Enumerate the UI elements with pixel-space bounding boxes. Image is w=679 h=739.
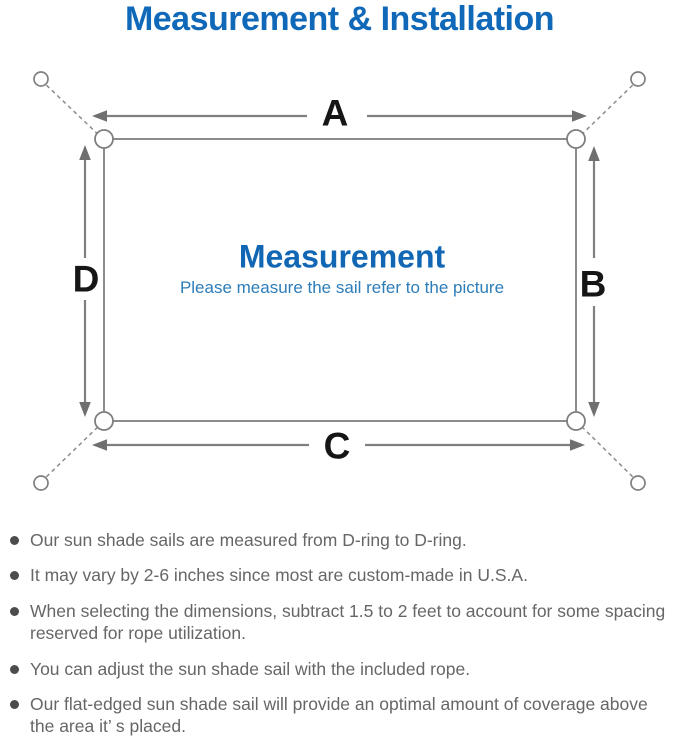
list-item: Our sun shade sails are measured from D-… — [10, 529, 675, 551]
note-text: Our sun shade sails are measured from D-… — [30, 530, 467, 550]
anchor-point-top-right-icon — [630, 71, 646, 87]
installation-notes-list: Our sun shade sails are measured from D-… — [10, 529, 675, 738]
arrowhead-a-right-icon — [572, 110, 587, 122]
arrowhead-b-up-icon — [588, 146, 600, 161]
dimension-label-a: A — [321, 92, 349, 134]
note-text: Our flat-edged sun shade sail will provi… — [30, 693, 648, 737]
diagram-center-heading: Measurement — [238, 238, 446, 275]
arrowhead-b-down-icon — [588, 402, 600, 417]
list-item: It may vary by 2-6 inches since most are… — [10, 564, 675, 586]
anchor-point-bottom-right-icon — [630, 475, 646, 491]
rope-dashed-line-bottom-right — [575, 420, 639, 483]
page-title: Measurement & Installation — [124, 0, 555, 38]
list-item: Our flat-edged sun shade sail will provi… — [10, 693, 675, 738]
note-text: You can adjust the sun shade sail with t… — [30, 658, 471, 679]
list-item: You can adjust the sun shade sail with t… — [10, 658, 675, 680]
rope-dashed-line-top-right — [575, 79, 639, 141]
anchor-point-bottom-left-icon — [33, 475, 49, 491]
sail-rectangle — [103, 138, 577, 422]
diagram-center-caption: Please measure the sail refer to the pic… — [179, 278, 505, 297]
arrowhead-a-left-icon — [92, 110, 107, 122]
d-ring-bottom-right-icon — [566, 411, 586, 431]
note-text: It may vary by 2-6 inches since most are… — [30, 565, 528, 586]
arrowhead-c-right-icon — [570, 439, 585, 451]
note-text: When selecting the dimensions, subtract … — [30, 600, 666, 644]
rope-dashed-line-top-left — [40, 79, 105, 141]
anchor-point-top-left-icon — [33, 71, 49, 87]
bullet-icon — [10, 536, 19, 545]
arrowhead-c-left-icon — [92, 439, 107, 451]
bullet-icon — [10, 571, 19, 581]
dimension-label-d: D — [72, 258, 100, 300]
list-item: When selecting the dimensions, subtract … — [10, 600, 675, 645]
d-ring-top-left-icon — [94, 129, 114, 149]
bullet-icon — [10, 699, 19, 709]
dimension-label-b: B — [579, 263, 607, 305]
arrowhead-d-up-icon — [79, 145, 91, 160]
bullet-icon — [10, 606, 19, 616]
dimension-label-c: C — [323, 425, 351, 467]
d-ring-top-right-icon — [566, 129, 586, 149]
arrowhead-d-down-icon — [79, 402, 91, 417]
d-ring-bottom-left-icon — [94, 411, 114, 431]
rope-dashed-line-bottom-left — [40, 420, 105, 483]
bullet-icon — [10, 664, 19, 674]
